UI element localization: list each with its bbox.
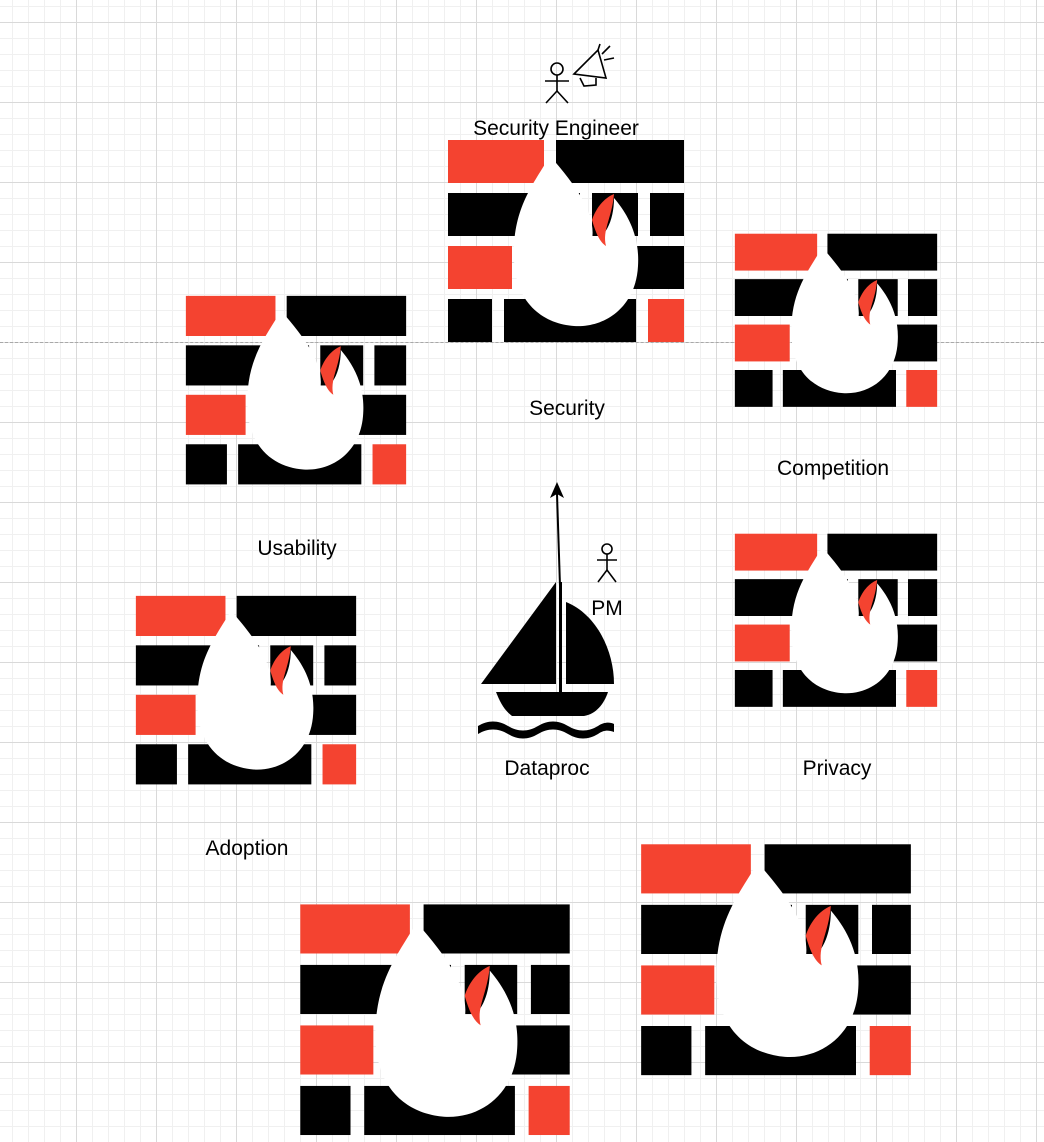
security-engineer-icon[interactable] xyxy=(540,43,620,106)
security-label: Security xyxy=(529,397,605,420)
sailboat-icon[interactable] xyxy=(476,580,616,744)
competition-firewall-icon[interactable] xyxy=(732,232,940,412)
adoption-firewall-icon[interactable] xyxy=(134,594,358,790)
firewall-icon[interactable] xyxy=(298,902,572,1142)
pm-icon[interactable] xyxy=(593,540,621,586)
dataproc-label: Dataproc xyxy=(504,757,590,780)
usability-firewall-icon[interactable] xyxy=(184,294,408,490)
firewall-icon[interactable] xyxy=(638,842,914,1082)
page-break-guide xyxy=(0,342,1044,343)
pm-label: PM xyxy=(591,597,623,620)
usability-label: Usability xyxy=(257,537,337,560)
privacy-label: Privacy xyxy=(802,757,872,780)
privacy-firewall-icon[interactable] xyxy=(732,532,940,712)
adoption-label: Adoption xyxy=(205,837,289,860)
direction-arrow[interactable] xyxy=(540,478,580,588)
security-engineer-label: Security Engineer xyxy=(473,117,639,140)
competition-label: Competition xyxy=(776,457,890,480)
security-firewall-icon[interactable] xyxy=(446,138,686,348)
